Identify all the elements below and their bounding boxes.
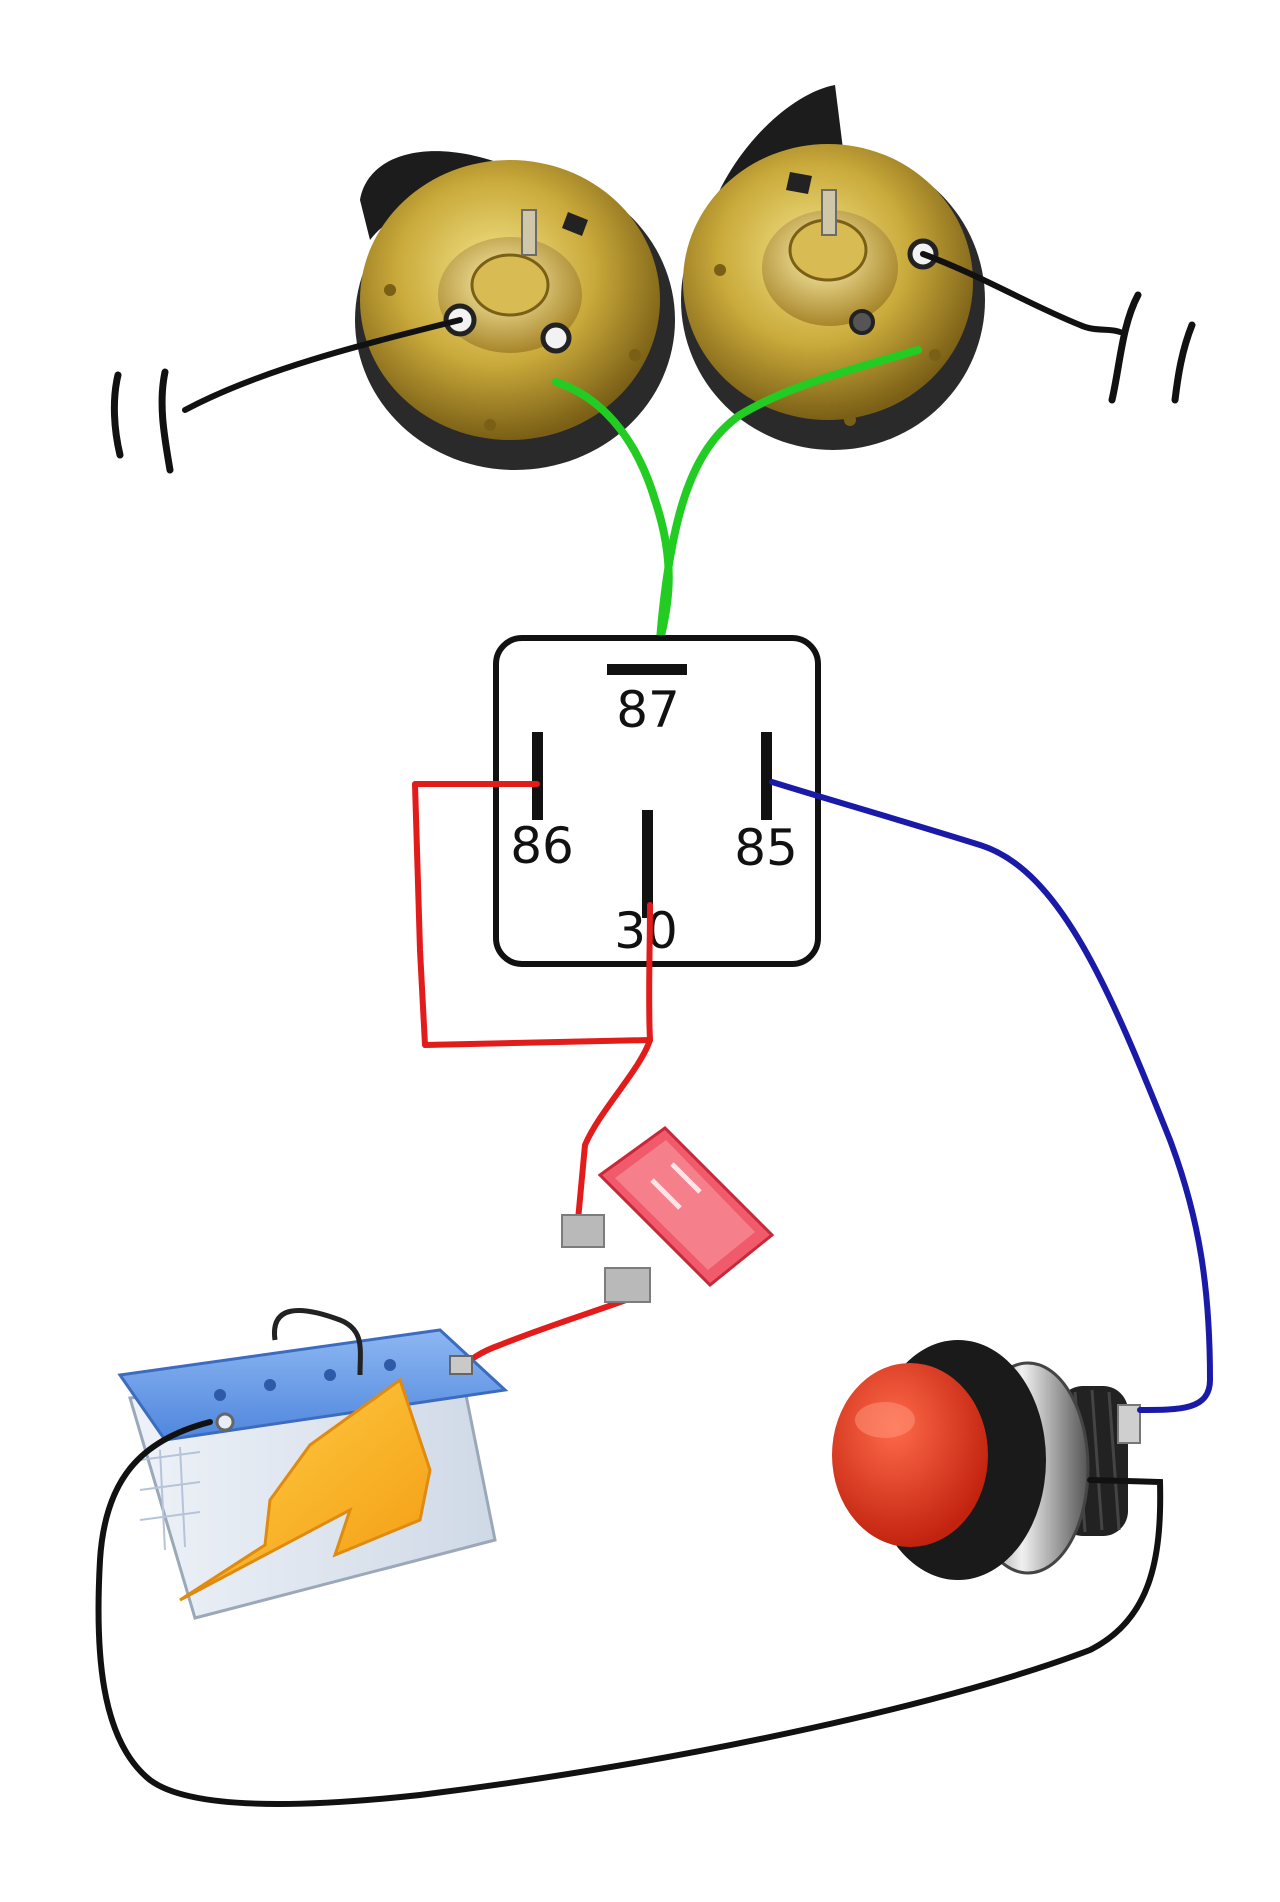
left-horn xyxy=(355,151,675,470)
terminal-label-30: 30 xyxy=(614,902,678,960)
car-battery xyxy=(117,1308,509,1620)
relay-pin-30 xyxy=(642,810,653,918)
ground-wire-left-horn xyxy=(182,317,463,413)
relay-body xyxy=(493,635,821,967)
ground-wire-right-horn xyxy=(920,251,1123,335)
ground-loop-wire xyxy=(95,1419,1164,1807)
blade-fuse xyxy=(561,1126,775,1303)
trigger-wire xyxy=(769,779,1214,1413)
lightning-bolt-icon xyxy=(179,1377,432,1602)
ground-mark-right xyxy=(1108,291,1196,404)
terminal-label-86: 86 xyxy=(510,817,574,875)
relay: 87 86 85 30 xyxy=(493,635,821,967)
right-horn xyxy=(681,85,985,450)
ground-mark-left xyxy=(110,368,174,474)
push-button-switch xyxy=(832,1340,1141,1580)
terminal-label-85: 85 xyxy=(734,819,798,877)
terminal-label-87: 87 xyxy=(616,681,680,739)
relay-pin-85 xyxy=(761,732,772,820)
relay-pin-86 xyxy=(532,732,543,820)
relay-pin-87 xyxy=(607,664,687,675)
horn-feed-wires xyxy=(552,346,922,644)
